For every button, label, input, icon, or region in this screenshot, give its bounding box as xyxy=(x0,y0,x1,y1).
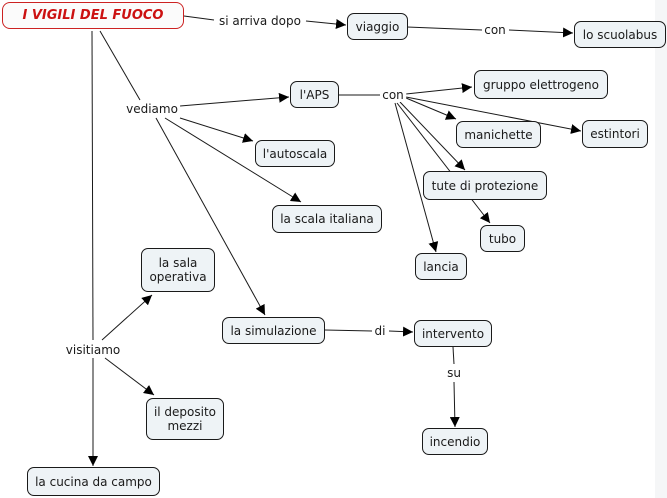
linking-phrase-con-aps[interactable]: con xyxy=(380,88,406,102)
concept-label: la sala operativa xyxy=(149,256,207,284)
link-root-vediamo xyxy=(99,30,141,101)
link-con-tute xyxy=(399,101,466,171)
concept-label: tubo xyxy=(488,231,517,246)
link-vediamo-aps xyxy=(179,92,290,107)
link-vediamo-simulazione xyxy=(155,117,266,316)
link-con-manichette xyxy=(405,97,457,120)
concept-estintori[interactable]: estintori xyxy=(582,120,648,148)
concept-tubo[interactable]: tubo xyxy=(480,225,525,252)
link-con-scuolabus xyxy=(508,27,574,38)
concept-label: manichette xyxy=(464,127,533,142)
linking-phrase-vediamo[interactable]: vediamo xyxy=(124,102,180,116)
linking-phrase-si-arriva-dopo[interactable]: si arriva dopo xyxy=(217,14,303,28)
concept-scuolabus[interactable]: lo scuolabus xyxy=(574,21,666,48)
link-root-visitiamo xyxy=(91,30,94,341)
link-visitiamo-sala xyxy=(101,294,153,341)
concept-lancia[interactable]: lancia xyxy=(415,253,467,280)
concept-deposito-mezzi[interactable]: il deposito mezzi xyxy=(146,398,224,440)
link-con-tubo xyxy=(396,102,491,224)
concept-aps[interactable]: l'APS xyxy=(290,81,339,108)
concept-sala-operativa[interactable]: la sala operativa xyxy=(141,248,215,292)
concept-label: la simulazione xyxy=(230,323,317,338)
concept-label: lo scuolabus xyxy=(582,27,658,42)
concept-manichette[interactable]: manichette xyxy=(456,121,541,148)
link-con-gruppo xyxy=(405,83,473,95)
concept-label: il deposito mezzi xyxy=(153,405,217,433)
linking-phrase-su[interactable]: su xyxy=(445,366,463,380)
concept-label: l'autoscala xyxy=(262,146,328,161)
concept-label: estintori xyxy=(590,127,640,141)
link-vediamo-scala xyxy=(164,117,302,203)
concept-cucina-da-campo[interactable]: la cucina da campo xyxy=(27,467,160,496)
concept-label: viaggio xyxy=(355,19,400,34)
concept-label: incendio xyxy=(429,434,481,449)
concept-tute-di-protezione[interactable]: tute di protezione xyxy=(423,171,547,200)
concept-label: la cucina da campo xyxy=(35,474,152,489)
link-con-lancia xyxy=(394,102,439,253)
concept-label: lancia xyxy=(423,259,459,274)
root-concept[interactable]: I VIGILI DEL FUOCO xyxy=(2,2,184,29)
linking-phrase-di[interactable]: di xyxy=(372,324,388,338)
link-intervento-su xyxy=(452,346,455,365)
canvas-edge xyxy=(655,0,667,498)
link-root-siarriva xyxy=(183,15,215,21)
link-siarriva-viaggio xyxy=(305,19,347,29)
root-concept-label: I VIGILI DEL FUOCO xyxy=(22,7,164,23)
link-viaggio-con xyxy=(406,26,483,31)
concept-viaggio[interactable]: viaggio xyxy=(347,13,408,40)
linking-phrase-visitiamo[interactable]: visitiamo xyxy=(63,343,123,357)
link-con-estintori xyxy=(405,96,582,135)
link-su-incendio xyxy=(449,381,460,428)
concept-incendio[interactable]: incendio xyxy=(422,428,488,455)
concept-scala-italiana[interactable]: la scala italiana xyxy=(272,205,382,233)
concept-label: intervento xyxy=(421,326,485,341)
link-simulazione-di xyxy=(324,329,373,332)
concept-gruppo-elettrogeno[interactable]: gruppo elettrogeno xyxy=(474,70,608,99)
concept-label: l'APS xyxy=(299,87,330,102)
link-vediamo-autoscala xyxy=(179,117,254,143)
link-di-intervento xyxy=(388,326,414,337)
concept-autoscala[interactable]: l'autoscala xyxy=(255,140,335,167)
concept-intervento[interactable]: intervento xyxy=(414,320,492,347)
concept-simulazione[interactable]: la simulazione xyxy=(222,317,325,344)
concept-label: gruppo elettrogeno xyxy=(482,77,599,92)
link-visitiamo-deposito xyxy=(104,357,155,396)
concept-label: la scala italiana xyxy=(280,212,374,226)
linking-phrase-con-viaggio[interactable]: con xyxy=(482,23,508,37)
concept-label: tute di protezione xyxy=(431,178,539,193)
